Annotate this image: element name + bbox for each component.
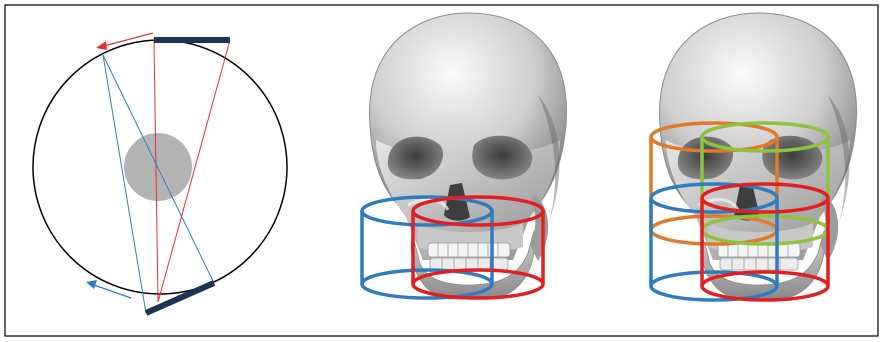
skull-four-fov-panel [651, 13, 856, 300]
skull-illustration-icon [370, 13, 567, 299]
bottom-detector-icon [146, 283, 214, 313]
geometry-panel [33, 33, 287, 313]
skull-two-fov-panel [362, 13, 566, 299]
